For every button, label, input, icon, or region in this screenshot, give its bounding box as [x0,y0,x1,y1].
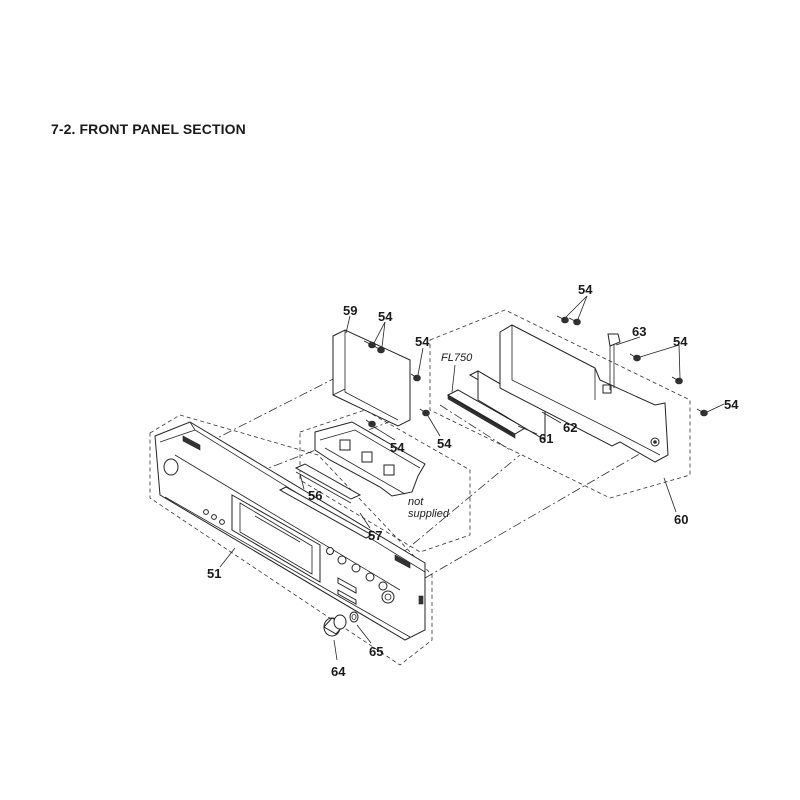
leader-line [345,315,351,334]
screw [568,317,581,326]
lever-63 [607,333,621,390]
bracket [314,421,426,497]
leader-line [333,639,338,661]
part-label-63: 63 [632,324,646,339]
leader-line [417,347,424,376]
part-label-61: 61 [539,431,553,446]
part-label-51: 51 [207,566,221,581]
part-label-65: 65 [369,644,383,659]
screw [671,376,683,385]
leader-line [381,321,386,348]
screw [363,340,376,349]
screw [365,419,376,428]
display-board-60 [499,324,669,463]
leader-line [451,364,456,393]
part-label-54: 54 [415,334,430,349]
part-label-54: 54 [724,397,739,412]
screw [556,315,569,324]
leader-line [639,344,680,358]
leader-line [219,547,236,568]
leader-line [663,477,677,513]
leader-line [356,624,372,644]
bracket-59 [332,329,411,427]
part-label-54: 54 [390,440,405,455]
leader-line [615,336,641,346]
screw [373,345,385,354]
assembly-line [424,444,656,579]
fl750-display [446,389,526,439]
part-label-54: 54 [578,282,593,297]
screw [629,353,641,362]
filter-strip [278,486,374,539]
part-label-64: 64 [331,664,346,679]
leader-line [427,415,441,437]
assembly-line [177,372,346,459]
screw [696,408,708,417]
lens-plate [294,463,362,504]
front-panel [154,421,426,641]
screw [410,373,421,382]
part-label-56: 56 [308,488,322,503]
section-title: 7-2. FRONT PANEL SECTION [51,121,246,137]
screw [419,408,430,417]
part-label-62: 62 [563,420,577,435]
display-tube-label: FL750 [441,352,473,364]
not-supplied-note: supplied [408,508,450,520]
display-board-group-outline [429,309,691,499]
assembly-line [439,404,511,451]
leader-line [373,321,386,344]
bracket-group-outline [299,409,471,553]
part-label-54: 54 [673,334,688,349]
knob [323,614,347,637]
leader-line [678,344,681,379]
leader-line [299,473,305,490]
leader-line [359,512,371,529]
part-label-57: 57 [368,528,382,543]
not-supplied-note: not [408,496,424,508]
front-panel-group-outline [149,414,433,666]
leader-line [577,295,588,320]
leader-line [541,411,562,424]
leader-line [706,403,725,413]
leader-line [565,295,588,318]
part-label-54: 54 [378,309,393,324]
part-label-60: 60 [674,512,688,527]
leader-line [373,426,396,441]
part-label-54: 54 [437,436,452,451]
washer [349,611,359,623]
part-label-59: 59 [343,303,357,318]
leader-line [517,425,538,435]
